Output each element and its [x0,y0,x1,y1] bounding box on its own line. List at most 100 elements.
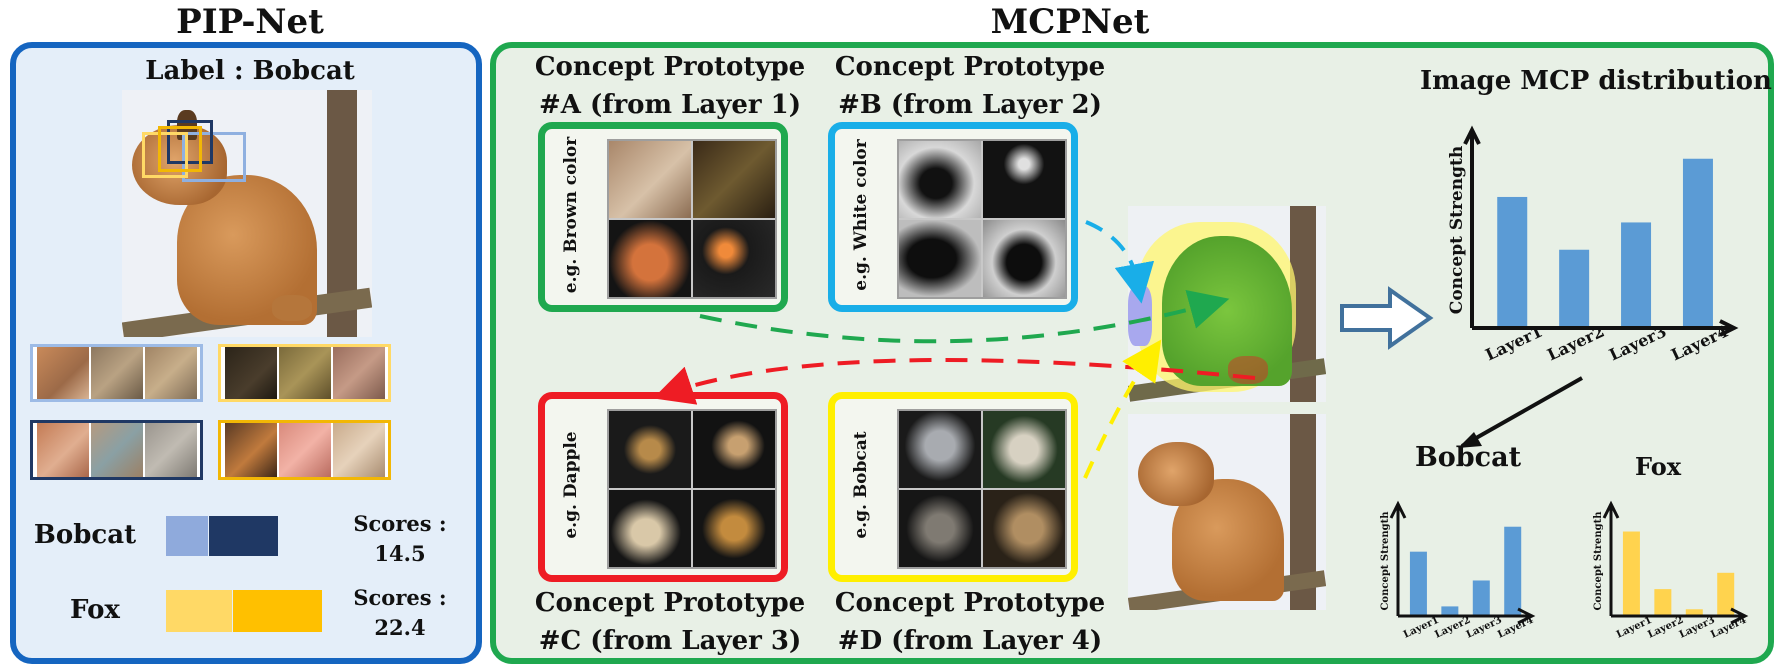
bar-layer3 [1685,609,1703,616]
patch-strip-light-blue [30,344,203,402]
bobcat-original-image [1128,414,1326,610]
prototype-b-frame: e.g. White color [828,122,1078,312]
bobcat-tail [272,295,312,321]
prototype-a-images [607,139,777,299]
bar-segment-navy [209,516,278,556]
prototype-box-gold [158,126,202,172]
tick-label: Layer1 [1402,615,1441,641]
patch-image [37,423,89,477]
arrow-head [1458,432,1482,448]
bar-layer4 [1682,158,1713,328]
patch-strip-navy [30,420,203,480]
y-axis-label: Concept Strength [1447,146,1467,314]
prototype-a-subtitle: #A (from Layer 1) [538,90,802,120]
class-name-bobcat: Bobcat [33,520,137,550]
prototype-a-frame: e.g. Brown color [538,122,788,312]
patch-image [333,423,385,477]
bobcat-scores-label: Scores : [353,511,447,536]
bar-layer1 [1409,551,1427,616]
arrow-to-prototype-c [653,358,1256,405]
patch-image [333,347,385,399]
prototype-box-navy [167,120,213,164]
prototype-c-images [607,409,777,569]
pipnet-title: PIP-Net [176,2,324,42]
x-axis-arrowhead [1730,607,1749,625]
prototype-image [899,490,981,567]
tick-label: Layer1 [1615,615,1654,641]
prototype-image [983,411,1065,488]
prototype-b-images [897,139,1067,299]
prototype-image [899,220,981,297]
prototype-image [983,220,1065,297]
class-name-fox: Fox [70,595,120,625]
prototype-image [693,220,775,297]
prototype-image [609,141,691,218]
fox-prototype-bar [166,590,322,632]
patch-image [225,423,277,477]
prototype-image [609,490,691,567]
bar-segment-gold [233,590,322,632]
bar-layer2 [1559,249,1590,328]
bar-segment-light-blue [166,516,208,556]
patch-image [279,347,331,399]
bar-layer2 [1654,589,1672,616]
fox-chart-title: Fox [1634,452,1682,481]
patch-strip-light-yellow [218,344,391,402]
prototype-c-subtitle: #C (from Layer 3) [538,626,802,656]
prototype-image [983,141,1065,218]
y-axis-label: Concept Strength [1593,511,1604,611]
arrow-to-bobcat-chart [1461,376,1583,448]
pipnet-label: Label : Bobcat [145,56,355,86]
prototype-d-title: Concept Prototype [834,588,1106,618]
patch-image [91,347,143,399]
distribution-chart-title: Image MCP distribution [1420,66,1772,96]
patch-image [225,347,277,399]
bar-layer1 [1497,196,1528,328]
prototype-b-subtitle: #B (from Layer 2) [838,90,1102,120]
y-axis-arrowhead [1463,125,1481,145]
x-axis-arrowhead [1517,607,1536,625]
prototype-box-light-yellow [142,132,188,178]
patch-image [91,423,143,477]
bar-segment-light-yellow [166,590,232,632]
bobcat-head [1138,442,1214,506]
bar-layer1 [1622,531,1640,616]
bobcat-prototype-bar [166,516,278,556]
y-axis-arrowhead [1602,500,1620,519]
prototype-b-title: Concept Prototype [834,52,1106,82]
bar-layer3 [1472,580,1490,616]
bar-layer3 [1621,222,1652,328]
prototype-d-images [897,409,1067,569]
fox-score-value: 22.4 [374,615,426,640]
arrow-from-prototype-b [1085,220,1155,304]
mcpnet-title: MCPNet [990,2,1150,42]
arrow-from-prototype-a [699,289,1230,344]
hollow-arrow-icon [1340,286,1434,350]
prototype-c-title: Concept Prototype [534,588,806,618]
bar-layer4 [1504,526,1522,616]
prototype-d-frame: e.g. Bobcat [828,392,1078,582]
bobcat-chart-title: Bobcat [1414,442,1522,473]
patch-strip-gold [218,420,391,480]
arrow-from-prototype-d [1083,339,1162,479]
fox-scores-label: Scores : [353,585,447,610]
patch-image [145,347,197,399]
patch-image [279,423,331,477]
prototype-image [609,411,691,488]
patch-image [145,423,197,477]
x-axis-arrowhead [1719,319,1739,337]
bar-layer4 [1717,572,1735,616]
prototype-image [609,220,691,297]
bobcat-input-image [122,90,372,337]
bar-layer2 [1441,606,1459,616]
y-axis-arrowhead [1389,500,1407,519]
prototype-box-light-blue [182,132,246,182]
prototype-image [899,141,981,218]
prototype-image [983,490,1065,567]
patch-image [37,347,89,399]
prototype-image [693,411,775,488]
